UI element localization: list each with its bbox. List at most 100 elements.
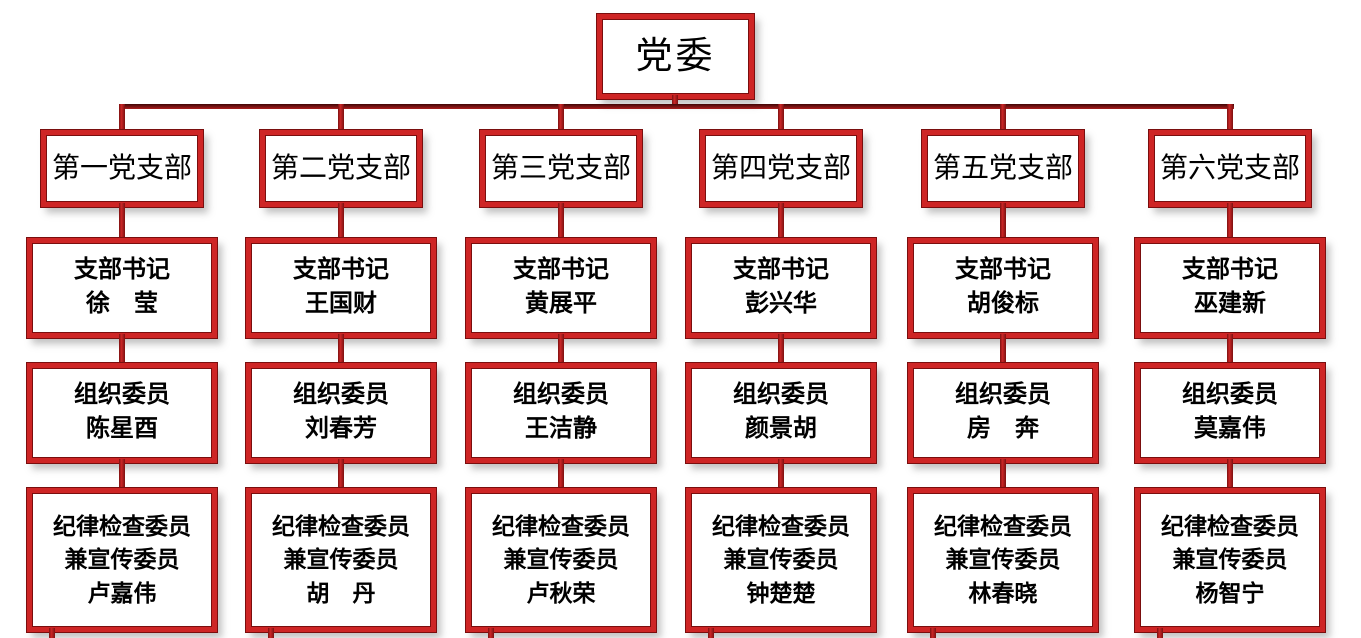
branch-drop-line [778,104,784,134]
organization-connector-line [119,334,125,367]
discipline-name: 卢秋荣 [526,580,596,606]
discipline-connector-line [338,459,344,492]
discipline-name: 胡 丹 [306,580,376,606]
discipline-role-line2: 兼宣传委员 [283,547,399,573]
organization-role-label: 组织委员 [74,382,170,409]
organization-box: 组织委员 颜景胡 [686,363,876,463]
organization-name: 房 奔 [967,416,1039,442]
branch-title-box: 第六党支部 [1149,130,1311,207]
discipline-name: 钟楚楚 [746,580,816,606]
secretary-connector-line [778,203,784,242]
discipline-connector-line [119,459,125,492]
discipline-name: 杨智宁 [1195,580,1265,606]
branch-drop-line [558,104,564,134]
discipline-connector-line [558,459,564,492]
discipline-name: 林春晓 [968,580,1038,606]
bottom-stub-line [930,628,936,638]
discipline-role-line2: 兼宣传委员 [64,547,180,573]
branch-title-box: 第四党支部 [700,130,862,207]
party-committee-box: 党委 [597,14,754,99]
secretary-connector-line [558,203,564,242]
secretary-name: 巫建新 [1194,291,1266,317]
organization-name: 莫嘉伟 [1194,416,1266,442]
discipline-role-line1: 纪律检查委员 [492,513,630,539]
discipline-role-line1: 纪律检查委员 [1161,513,1299,539]
organization-connector-line [1000,334,1006,367]
branch-title-box: 第二党支部 [260,130,422,207]
organization-connector-line [558,334,564,367]
secretary-name: 彭兴华 [745,291,817,317]
secretary-name: 王国财 [305,291,377,317]
organization-box: 组织委员 王洁静 [466,363,656,463]
secretary-name: 徐 莹 [86,291,158,317]
discipline-role-line1: 纪律检查委员 [53,513,191,539]
organization-role-label: 组织委员 [293,382,389,409]
secretary-connector-line [119,203,125,242]
secretary-role-label: 支部书记 [733,257,829,284]
organization-name: 刘春芳 [305,416,377,442]
discipline-role-line1: 纪律检查委员 [934,513,1072,539]
secretary-role-label: 支部书记 [955,257,1051,284]
organization-connector-line [338,334,344,367]
organization-box: 组织委员 莫嘉伟 [1135,363,1325,463]
discipline-box: 纪律检查委员 兼宣传委员 杨智宁 [1135,488,1325,632]
bottom-stub-line [488,628,494,638]
discipline-role-line2: 兼宣传委员 [945,547,1061,573]
organization-role-label: 组织委员 [1182,382,1278,409]
organization-name: 王洁静 [525,416,597,442]
organization-connector-line [778,334,784,367]
branch-title: 第二党支部 [270,152,411,184]
secretary-name: 黄展平 [525,291,597,317]
secretary-box: 支部书记 徐 莹 [27,238,217,338]
secretary-box: 支部书记 胡俊标 [908,238,1098,338]
bottom-stub-line [708,628,714,638]
discipline-connector-line [1227,459,1233,492]
branch-drop-line [1000,104,1006,134]
branch-title: 第六党支部 [1159,152,1300,184]
discipline-name: 卢嘉伟 [87,580,157,606]
branch-drop-line [119,104,125,134]
organization-role-label: 组织委员 [955,382,1051,409]
party-committee-label: 党委 [635,35,716,77]
secretary-name: 胡俊标 [967,291,1039,317]
bottom-stub-line [268,628,274,638]
discipline-box: 纪律检查委员 兼宣传委员 卢秋荣 [466,488,656,632]
secretary-role-label: 支部书记 [1182,257,1278,284]
bottom-stub-line [49,628,55,638]
discipline-role-line1: 纪律检查委员 [712,513,850,539]
secretary-connector-line [1227,203,1233,242]
branch-drop-line [338,104,344,134]
secretary-box: 支部书记 巫建新 [1135,238,1325,338]
branch-title-box: 第一党支部 [41,130,203,207]
secretary-box: 支部书记 黄展平 [466,238,656,338]
organization-connector-line [1227,334,1233,367]
root-stub-line [672,95,678,108]
branch-title: 第五党支部 [932,152,1073,184]
discipline-box: 纪律检查委员 兼宣传委员 胡 丹 [246,488,436,632]
bottom-stub-line [1157,628,1163,638]
organization-role-label: 组织委员 [733,382,829,409]
branch-title: 第一党支部 [51,152,192,184]
secretary-role-label: 支部书记 [293,257,389,284]
secretary-connector-line [338,203,344,242]
discipline-box: 纪律检查委员 兼宣传委员 钟楚楚 [686,488,876,632]
secretary-connector-line [1000,203,1006,242]
organization-box: 组织委员 刘春芳 [246,363,436,463]
branch-drop-line [1227,104,1233,134]
discipline-role-line2: 兼宣传委员 [503,547,619,573]
discipline-box: 纪律检查委员 兼宣传委员 卢嘉伟 [27,488,217,632]
discipline-connector-line [1000,459,1006,492]
secretary-box: 支部书记 王国财 [246,238,436,338]
organization-name: 陈星酉 [86,416,158,442]
discipline-connector-line [778,459,784,492]
discipline-role-line1: 纪律检查委员 [272,513,410,539]
branch-title: 第三党支部 [490,152,631,184]
secretary-role-label: 支部书记 [513,257,609,284]
